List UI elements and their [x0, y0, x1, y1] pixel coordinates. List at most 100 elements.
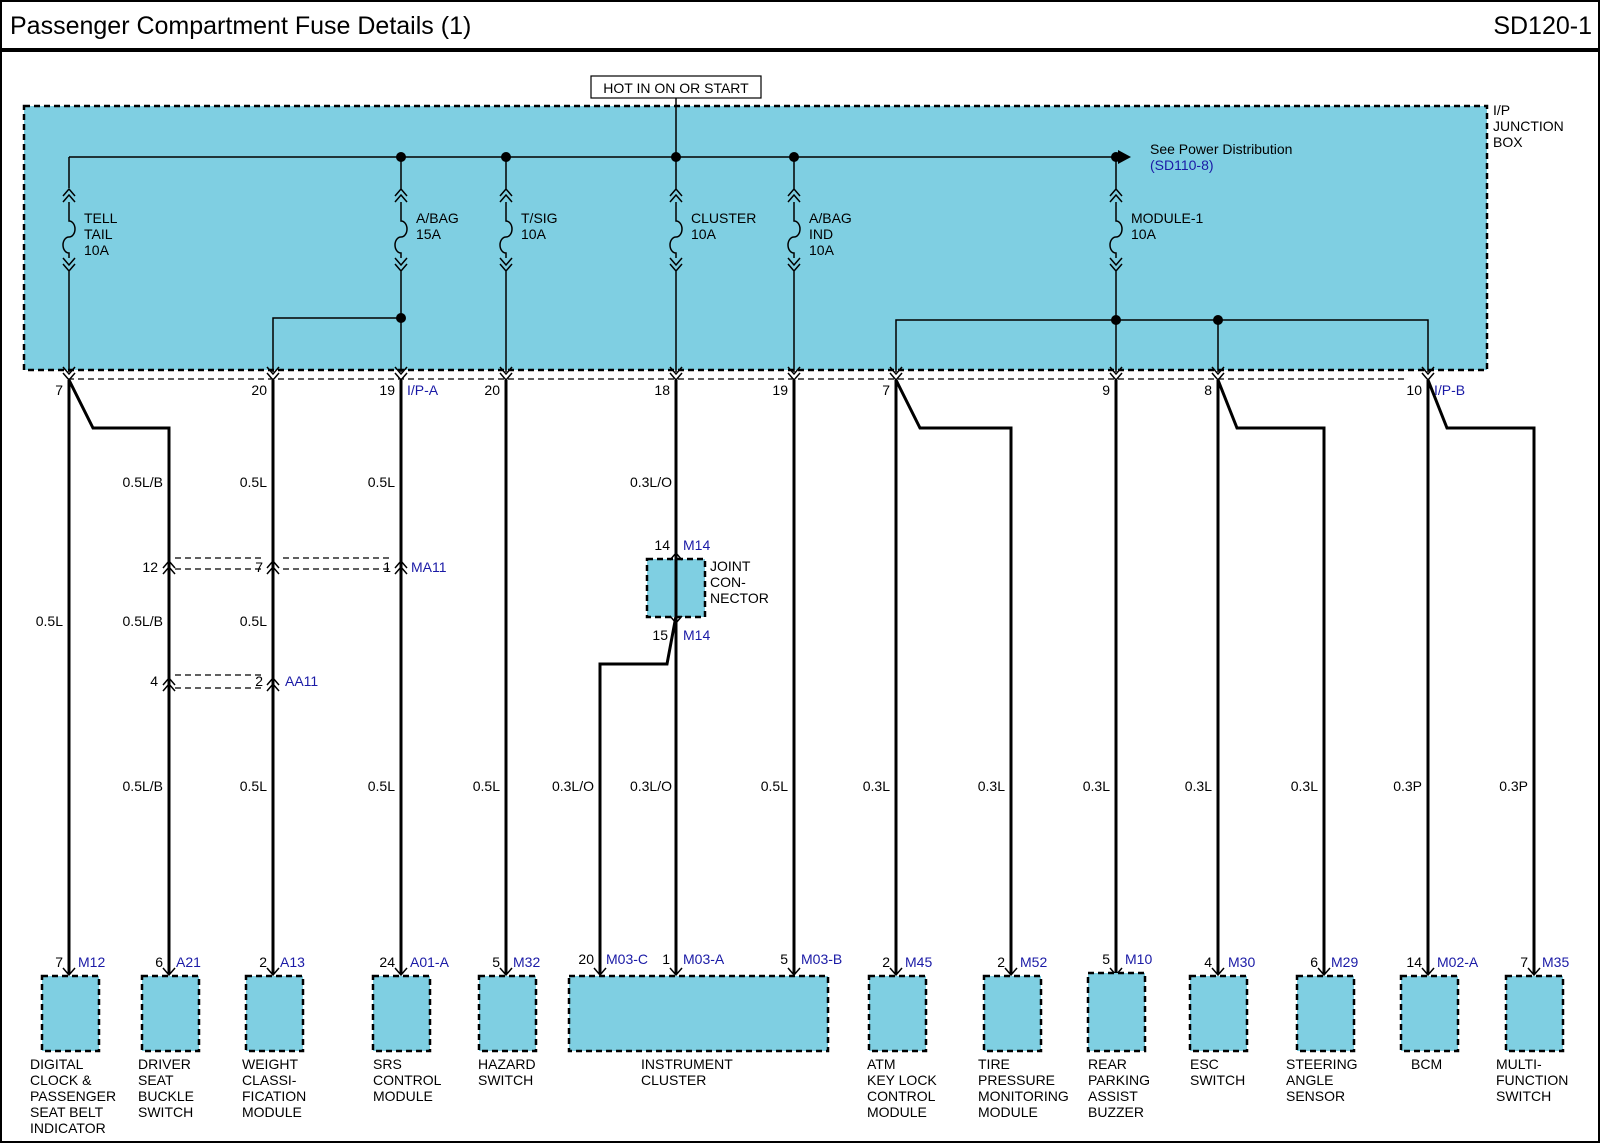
connector-ref[interactable]: M30 [1228, 954, 1255, 970]
fuse-label-line: CLUSTER [691, 210, 756, 226]
pin-number: 18 [654, 382, 670, 398]
wire-multifunction [1426, 379, 1536, 974]
fuse-label-line: T/SIG [521, 210, 558, 226]
connector-ref[interactable]: M52 [1020, 954, 1047, 970]
wire-label: 0.5L [36, 613, 63, 629]
component-label-line: ESC [1190, 1056, 1219, 1072]
wires [67, 379, 1536, 974]
connector-ref[interactable]: M10 [1125, 951, 1152, 967]
component-label-line: CONTROL [373, 1072, 442, 1088]
pin-number: 7 [55, 382, 63, 398]
pin-number: 5 [780, 951, 788, 967]
component-instrument-cluster: 20 M03-C 1 M03-A 5 M03-B INSTRUMENT CLUS… [567, 951, 842, 1088]
fuse-label-line: A/BAG [809, 210, 852, 226]
connector-ref[interactable]: A13 [280, 954, 305, 970]
pin-number: 2 [882, 954, 890, 970]
pin-number: 2 [997, 954, 1005, 970]
joint-connector-label: CON- [710, 574, 746, 590]
pin-number: 19 [772, 382, 788, 398]
component-label-line: WEIGHT [242, 1056, 298, 1072]
wire-label: 0.3L [863, 778, 890, 794]
component-bcm: 14 M02-A BCM [1399, 954, 1479, 1072]
pin-number: 9 [1102, 382, 1110, 398]
wire-label: 0.5L [240, 474, 267, 490]
component-digital-clock: 7 M12 DIGITAL CLOCK & PASSENGER SEAT BEL… [30, 954, 116, 1136]
junction-box-label-line-1: I/P [1493, 102, 1510, 118]
see-power-ref[interactable]: (SD110-8) [1150, 157, 1214, 173]
fuse-t-sig: T/SIG 10A [499, 157, 558, 372]
ma11-pins [162, 559, 408, 575]
aa11-connector-outline [175, 674, 265, 689]
component-box [1086, 971, 1147, 1053]
component-label-line: ASSIST [1088, 1088, 1138, 1104]
component-label-line: CONTROL [867, 1088, 936, 1104]
wire-label: 0.5L/B [123, 474, 163, 490]
component-label-line: ANGLE [1286, 1072, 1333, 1088]
see-power-distribution: See Power Distribution [1150, 141, 1292, 157]
component-label-line: BUZZER [1088, 1104, 1144, 1120]
fuse-module-1: MODULE-1 10A [1109, 157, 1204, 372]
component-label-line: DIGITAL [30, 1056, 84, 1072]
connector-ref[interactable]: M03-B [801, 951, 842, 967]
ma11-connector-outline [175, 557, 393, 570]
connector-ref[interactable]: M29 [1331, 954, 1358, 970]
component-label-line: HAZARD [478, 1056, 536, 1072]
component-label-line: PARKING [1088, 1072, 1150, 1088]
component-box [1504, 974, 1565, 1053]
connector-ref[interactable]: M12 [78, 954, 105, 970]
connector-ref[interactable]: M02-A [1437, 954, 1479, 970]
connector-ref[interactable]: M14 [683, 537, 710, 553]
component-box [140, 974, 201, 1053]
connector-ref[interactable]: M45 [905, 954, 932, 970]
component-box [40, 974, 101, 1053]
connector-ref[interactable]: MA11 [411, 559, 447, 575]
wire-label: 0.5L/B [123, 613, 163, 629]
component-label-line: CLOCK & [30, 1072, 92, 1088]
pin-number: 24 [379, 954, 395, 970]
component-esc-switch: 4 M30 ESC SWITCH [1188, 954, 1255, 1088]
pin-number: 5 [492, 954, 500, 970]
component-label-line: MODULE [978, 1104, 1038, 1120]
connector-ref[interactable]: A21 [176, 954, 201, 970]
fuses: TELL TAIL 10A A/BAG 15A T/SIG 10A CLUSTE… [62, 157, 1204, 372]
component-label-line: SWITCH [1190, 1072, 1245, 1088]
connector-ref[interactable]: AA11 [285, 673, 318, 689]
pin-number: 7 [55, 954, 63, 970]
connector-ref[interactable]: M03-A [683, 951, 725, 967]
component-label-line: SEAT [138, 1072, 174, 1088]
component-label-line: ATM [867, 1056, 896, 1072]
component-label-line: REAR [1088, 1056, 1127, 1072]
connector-ref[interactable]: I/P-A [407, 382, 439, 398]
component-label-line: MULTI- [1496, 1056, 1542, 1072]
splice-dot [1111, 315, 1121, 325]
component-box [867, 974, 928, 1053]
power-label: HOT IN ON OR START [603, 80, 749, 96]
component-label-line: SWITCH [478, 1072, 533, 1088]
component-weight-classification-module: 2 A13 WEIGHT CLASSI- FICATION MODULE [242, 954, 306, 1120]
component-label-line: MODULE [242, 1104, 302, 1120]
connector-ref[interactable]: M03-C [606, 951, 648, 967]
fuse-label-line: 10A [1131, 226, 1157, 242]
arrow-icon [1118, 150, 1131, 164]
component-label-line: STEERING [1286, 1056, 1358, 1072]
connector-ref[interactable]: M32 [513, 954, 540, 970]
connector-ref[interactable]: M14 [683, 627, 710, 643]
wire-label: 0.5L [368, 778, 395, 794]
wire-label: 0.5L [240, 613, 267, 629]
component-label-line: DRIVER [138, 1056, 191, 1072]
wire-label: 0.3L [1083, 778, 1110, 794]
fuse-label-line: 15A [416, 226, 442, 242]
wire-label: 0.5L [240, 778, 267, 794]
wire-tpms [894, 379, 1013, 974]
connector-ref[interactable]: M35 [1542, 954, 1569, 970]
connector-ref[interactable]: I/P-B [1434, 382, 1465, 398]
connector-ref[interactable]: A01-A [410, 954, 450, 970]
wire-label: 0.3L/O [630, 778, 672, 794]
component-box [371, 974, 432, 1053]
pin-number: 12 [142, 559, 158, 575]
component-label-line: SRS [373, 1056, 402, 1072]
component-label-line: BUCKLE [138, 1088, 194, 1104]
component-label-line: SEAT BELT [30, 1104, 104, 1120]
